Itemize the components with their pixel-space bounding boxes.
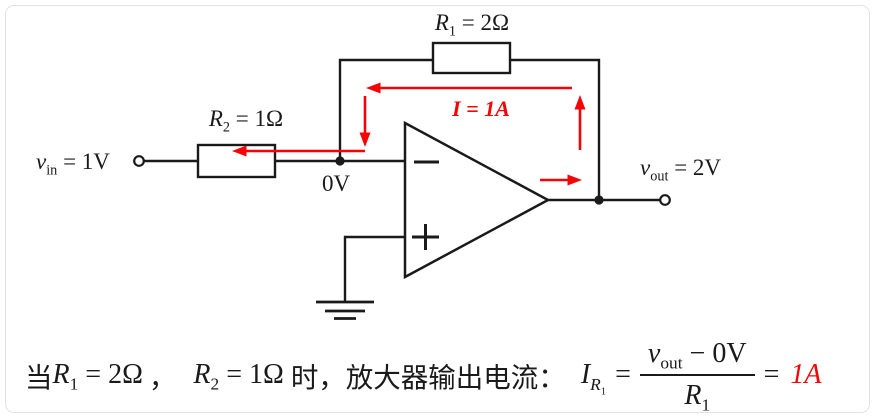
formula-result-text: 1A	[790, 359, 822, 390]
formula-fraction: vout − 0V R1	[639, 338, 755, 415]
current-arrowhead-down	[359, 132, 371, 147]
caption-r1-var: R	[52, 359, 70, 390]
denominator-var: R	[684, 380, 702, 411]
current-value-label: I = 1A	[452, 98, 510, 120]
r1-sub: 1	[448, 23, 457, 40]
output-node-dot	[594, 195, 604, 205]
input-terminal	[133, 155, 145, 167]
r1-rest: = 2Ω	[456, 10, 510, 35]
virtual-ground-label: 0V	[322, 172, 350, 195]
fraction-denominator: R1	[684, 376, 711, 415]
r2-var: R	[208, 106, 223, 131]
vin-rest: = 1V	[57, 149, 110, 174]
current-arrowhead-up	[574, 95, 586, 110]
caption: 当 R1 = 2Ω ， R2 = 1Ω 时，放大器输出电流： IR1 = vou…	[25, 334, 821, 416]
r1-value-label: R1 = 2Ω	[434, 10, 510, 39]
vin-label: vin = 1V	[36, 149, 110, 178]
caption-r1-sub: 1	[69, 374, 79, 394]
current-arrowhead-into-r2	[232, 145, 247, 157]
caption-suffix: 时，放大器输出电流：	[290, 362, 566, 393]
r1-var: R	[434, 10, 449, 35]
current-arrowhead-feedback	[366, 82, 381, 94]
numerator-sub: out	[660, 353, 683, 373]
caption-r2-rest: = 1Ω	[219, 359, 284, 390]
denominator-sub: 1	[701, 395, 711, 415]
caption-comma: ，	[148, 362, 177, 393]
opamp-plus-icon	[412, 224, 439, 250]
formula-result: 1A	[790, 359, 821, 391]
vout-label: vout = 2V	[640, 155, 722, 184]
formula-equals-1: =	[615, 359, 631, 390]
caption-r1: R1 = 2Ω	[52, 359, 143, 394]
formula-lhs-sub-sub: 1	[600, 385, 607, 398]
vout-sub: out	[650, 168, 669, 185]
current-value-text: I = 1A	[452, 96, 510, 121]
vout-var: v	[640, 155, 651, 180]
r2-value-label: R2 = 1Ω	[208, 106, 284, 135]
current-arrowhead-output	[567, 174, 582, 186]
vin-var: v	[36, 149, 47, 174]
formula-lhs-var: I	[580, 358, 591, 390]
output-terminal	[659, 194, 671, 206]
formula-lhs-sub-var: R	[590, 374, 601, 394]
caption-r2-sub: 2	[210, 374, 220, 394]
vin-sub: in	[46, 162, 58, 179]
vout-rest: = 2V	[668, 155, 722, 180]
numerator-rest: − 0V	[682, 338, 747, 369]
caption-when: 当	[25, 362, 53, 393]
fraction-numerator: vout − 0V	[639, 338, 755, 376]
caption-r2-var: R	[193, 359, 211, 390]
formula-lhs: IR1	[580, 358, 607, 398]
formula-equals-2: =	[763, 359, 780, 390]
inverting-node-dot	[335, 156, 345, 166]
formula-lhs-sub: R1	[590, 374, 607, 398]
r2-sub: 2	[222, 119, 231, 136]
ground-icon	[316, 300, 374, 320]
r2-rest: = 1Ω	[230, 106, 284, 131]
caption-r1-rest: = 2Ω	[78, 359, 143, 390]
caption-r2: R2 = 1Ω	[193, 359, 284, 394]
virtual-ground-text: 0V	[321, 171, 351, 196]
numerator-var: v	[647, 338, 661, 369]
opamp-triangle	[403, 120, 551, 280]
resistor-r1-body	[431, 41, 512, 75]
noninverting-input-wire	[343, 235, 405, 302]
